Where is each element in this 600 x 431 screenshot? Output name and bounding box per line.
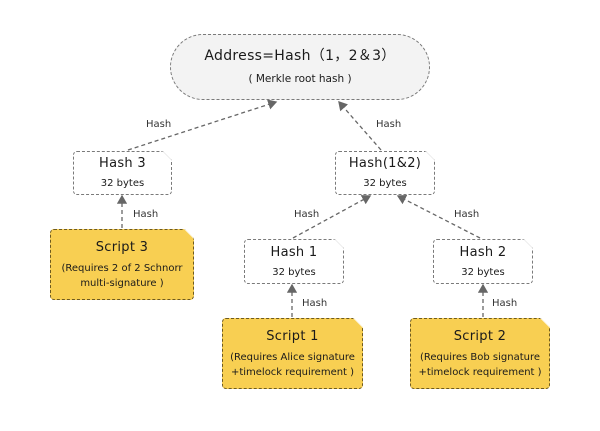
- script2-node: Script 2 (Requires Bob signature +timelo…: [410, 318, 550, 389]
- merkle-root-subtitle: ( Merkle root hash ): [248, 73, 352, 85]
- hash12-title: Hash(1&2): [348, 156, 422, 171]
- edge-label: Hash: [133, 209, 159, 220]
- script1-description: (Requires Alice signature +timelock requ…: [230, 350, 355, 380]
- script1-line1: (Requires Alice signature: [230, 351, 355, 363]
- edge-label: Hash: [146, 119, 172, 130]
- edge-label: Hash: [454, 209, 480, 220]
- script3-line1: (Requires 2 of 2 Schnorr: [61, 262, 183, 274]
- script3-description: (Requires 2 of 2 Schnorr multi-signature…: [61, 261, 182, 291]
- merkle-root-title: Address=Hash（1，2＆3）: [204, 48, 396, 64]
- merkle-root-node: Address=Hash（1，2＆3） ( Merkle root hash ): [170, 34, 430, 100]
- edge-label: Hash: [302, 298, 328, 309]
- edge-hash12-to-root: [338, 101, 382, 151]
- edge-label: Hash: [492, 298, 518, 309]
- hash12-size: 32 bytes: [363, 178, 407, 189]
- hash3-node: Hash 3 32 bytes: [73, 151, 172, 195]
- edge-hash2-to-hash12: [396, 194, 481, 239]
- script3-node: Script 3 (Requires 2 of 2 Schnorr multi-…: [50, 229, 194, 300]
- script2-line1: (Requires Bob signature: [419, 351, 541, 363]
- hash12-node: Hash(1&2) 32 bytes: [335, 151, 435, 195]
- edge-hash3-to-root: [127, 99, 278, 151]
- script3-title: Script 3: [95, 239, 149, 255]
- script2-description: (Requires Bob signature +timelock requir…: [418, 350, 541, 380]
- hash2-title: Hash 2: [459, 244, 507, 260]
- script2-line2: +timelock requirement ): [418, 366, 542, 378]
- hash1-size: 32 bytes: [272, 266, 316, 278]
- script2-title: Script 2: [453, 328, 507, 344]
- script1-line2: +timelock requirement ): [230, 366, 355, 378]
- hash3-size: 32 bytes: [100, 178, 145, 189]
- script1-node: Script 1 (Requires Alice signature +time…: [222, 318, 363, 389]
- hash1-title: Hash 1: [270, 244, 318, 260]
- hash1-node: Hash 1 32 bytes: [244, 239, 344, 284]
- script1-title: Script 1: [266, 328, 319, 344]
- hash3-title: Hash 3: [99, 156, 146, 171]
- edge-label: Hash: [376, 119, 402, 130]
- hash2-size: 32 bytes: [461, 266, 505, 278]
- script3-line2: multi-signature ): [80, 277, 164, 289]
- edge-hash1-to-hash12: [292, 195, 372, 239]
- edge-label: Hash: [294, 209, 320, 220]
- hash2-node: Hash 2 32 bytes: [433, 239, 533, 284]
